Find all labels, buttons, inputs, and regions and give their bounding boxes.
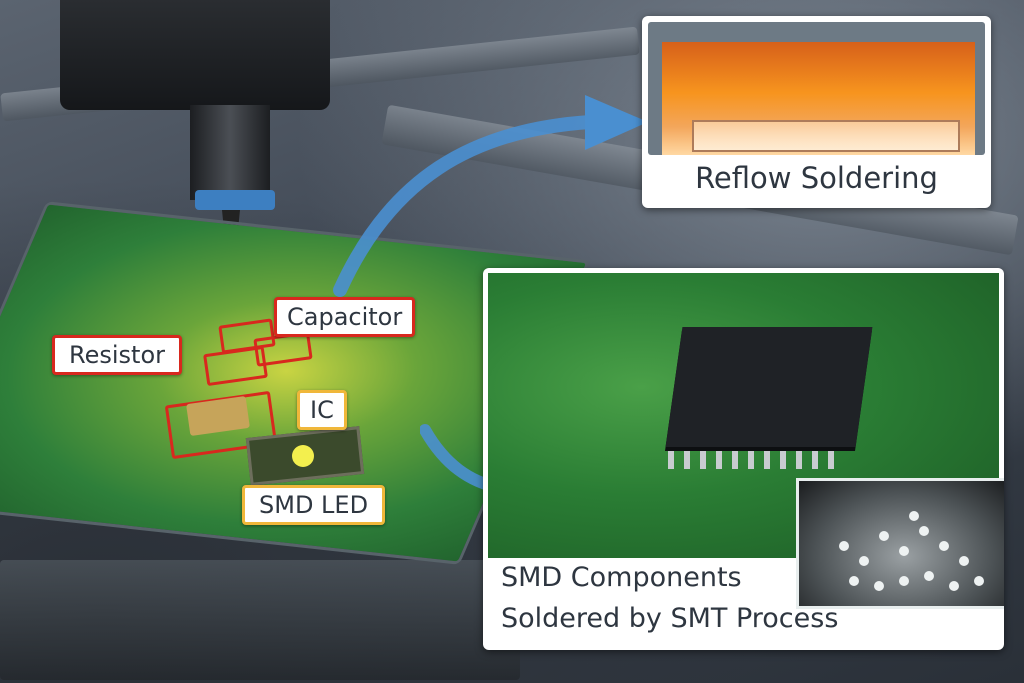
label-resistor: Resistor: [52, 335, 182, 375]
smd-components-panel: SMD Components Soldered by SMT Process: [483, 268, 1004, 650]
conveyor-base: [0, 560, 520, 680]
xray-inset: [796, 478, 1004, 609]
smd-caption-line2: Soldered by SMT Process: [501, 603, 839, 634]
smd-caption-line1: SMD Components: [501, 562, 742, 593]
placement-spindle: [190, 105, 270, 200]
oven-chamber: [662, 42, 975, 155]
pcb-closeup-image: [488, 273, 1004, 609]
label-ic: IC: [297, 390, 347, 430]
pcb-tray: [692, 120, 960, 152]
spindle-collar: [195, 190, 275, 210]
pick-and-place-head: [60, 0, 330, 110]
reflow-caption: Reflow Soldering: [695, 161, 938, 195]
label-smd-led: SMD LED: [242, 485, 386, 525]
reflow-soldering-panel: Reflow Soldering: [642, 16, 991, 208]
reflow-oven-image: [648, 22, 985, 155]
arrow-to-reflow-icon: [333, 95, 648, 297]
led-emitter: [292, 445, 314, 467]
label-capacitor: Capacitor: [274, 297, 416, 337]
qfp-chip: [665, 327, 873, 447]
